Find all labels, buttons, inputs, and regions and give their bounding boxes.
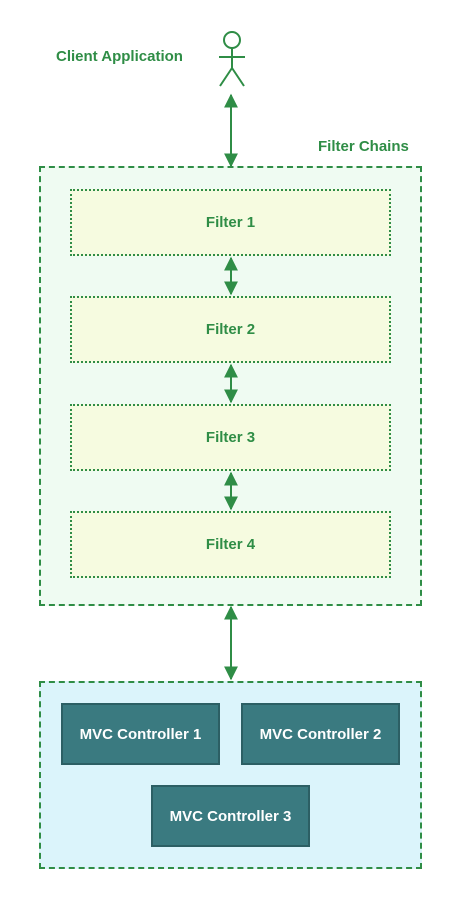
filter-chains-label: Filter Chains	[318, 138, 409, 155]
filter-1-box: Filter 1	[70, 189, 391, 256]
user-actor-icon	[219, 31, 245, 87]
filter-3-box: Filter 3	[70, 404, 391, 471]
mvc-controller-1-box: MVC Controller 1	[61, 703, 220, 765]
mvc-controller-2-box: MVC Controller 2	[241, 703, 400, 765]
mvc-controller-3-box: MVC Controller 3	[151, 785, 310, 847]
filter-4-box: Filter 4	[70, 511, 391, 578]
filter-2-box: Filter 2	[70, 296, 391, 363]
client-application-label: Client Application	[56, 48, 183, 65]
